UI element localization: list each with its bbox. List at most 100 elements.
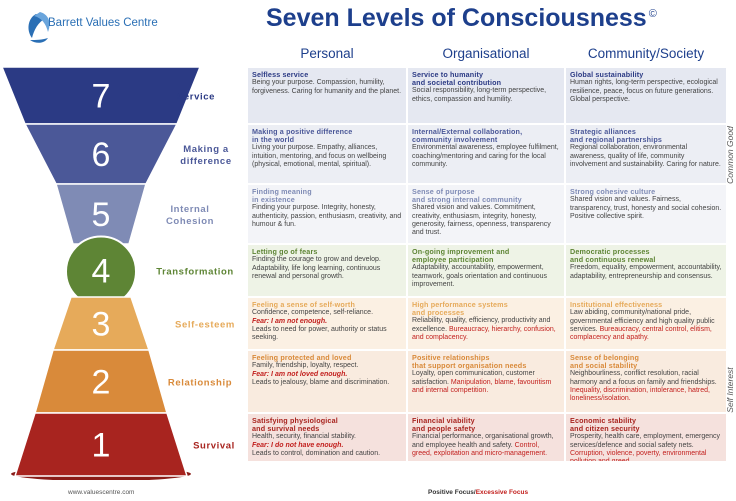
cell-body: Financial performance, organisational gr… (412, 433, 554, 457)
cell-heading: Selfless service (252, 70, 309, 79)
level-name-7: Service (177, 92, 215, 103)
cell-body: Social responsibility, long-term perspec… (412, 87, 547, 103)
cell-body: Regional collaboration, environmental aw… (570, 144, 721, 168)
cell-body: Law abiding, community/national pride, g… (570, 309, 715, 342)
level-name-2: Relationship (168, 378, 232, 389)
cell-heading: Sense of belonging (570, 353, 639, 362)
footer-legend: Positive Focus/Excessive Focus (428, 489, 529, 496)
cell-body: Shared vision and values. Fairness, tran… (570, 196, 722, 220)
fear-text: Fear: I am not enough. (252, 317, 328, 325)
fear-text: Fear: I am not loved enough. (252, 370, 348, 378)
cell-heading: in the world (252, 135, 295, 145)
column-header-organisational: Organisational (442, 46, 530, 61)
fear-consequence-text: Leads to need for power, authority or st… (252, 325, 387, 342)
copyright-mark: © (648, 8, 657, 20)
cell-body: Confidence, competence, self-reliance. (252, 309, 374, 317)
cell-heading: and citizen security (570, 424, 640, 434)
cell-heading: Feeling protected and loved (252, 353, 352, 362)
level-name-3: Self-esteem (175, 320, 235, 331)
cell-body: Being your purpose. Compassion, humility… (252, 79, 402, 95)
cell-body: Loyalty, open communication, customer sa… (412, 370, 552, 394)
cell-body: Neighbourliness, conflict resolution, ra… (570, 370, 717, 403)
page-title: Seven Levels of Consciousness© (266, 4, 657, 32)
cell-body: Finding your purpose. Integrity, honesty… (252, 204, 402, 228)
cell-heading: Service to humanity (412, 70, 484, 79)
level-number-3: 3 (92, 306, 111, 344)
cell-heading: Letting go of fears (252, 247, 318, 256)
cell-body: Adaptability, accountability, empowermen… (412, 264, 548, 288)
cell-heading: and societal contribution (412, 78, 502, 88)
cell-body: Human rights, long-term perspective, eco… (570, 79, 718, 103)
cell-heading: Positive relationships (412, 353, 490, 362)
cell-heading: Internal/External collaboration, (412, 127, 523, 136)
side-label-self-interest: Self Interest (725, 367, 735, 413)
fear-text: Fear: I do not have enough. (252, 441, 344, 449)
excessive-focus-text: Bureaucracy, hierarchy, confusion, and c… (412, 325, 556, 341)
barrett-logo-icon (28, 12, 50, 43)
excessive-focus-text: Inequality, discrimination, intolerance,… (570, 387, 710, 403)
level-number-4: 4 (92, 253, 111, 291)
fear-consequence-text: Leads to jealousy, blame and discriminat… (252, 378, 390, 386)
excessive-focus-text: Control, greed, exploitation and micro-m… (412, 441, 548, 457)
funnel-segment-5 (55, 183, 147, 245)
cell-body: Environmental awareness, employee fulfil… (412, 144, 559, 168)
footer-url: www.valuescentre.com (68, 489, 135, 496)
cell-body: Prosperity, health care, employment, eme… (570, 433, 722, 461)
cell-heading: and strong internal community (412, 195, 522, 205)
brand-name: Barrett Values Centre (48, 17, 158, 29)
cell-heading: Global sustainability (570, 70, 644, 79)
cell-heading: Sense of purpose (412, 187, 475, 196)
cell-heading: Democratic processes (570, 247, 650, 256)
level-number-7: 7 (92, 78, 111, 116)
cell-heading: On-going improvement and (412, 247, 510, 256)
cell-heading: and survival needs (252, 424, 320, 434)
cell-body: Health, security, financial stability. (252, 433, 357, 441)
cell-heading: Economic stability (570, 416, 637, 425)
excessive-focus-text: Corruption, violence, poverty, environme… (570, 450, 707, 461)
cell-heading: and continuous renewal (570, 255, 656, 265)
excessive-focus-text: Manipulation, blame, favouritism and int… (412, 378, 552, 394)
cell-heading: Institutional effectiveness (570, 300, 663, 309)
level-name-1: Survival (193, 441, 235, 452)
cell-heading: Making a positive difference (252, 127, 353, 136)
cell-heading: Strategic alliances (570, 127, 636, 136)
cell-heading: Finding meaning (252, 187, 312, 196)
cell-org-6: Internal/External collaboration,communit… (408, 125, 564, 183)
cell-body: Finding the courage to grow and develop.… (252, 256, 381, 280)
level-number-1: 1 (92, 427, 111, 465)
cell-heading: Feeling a sense of self-worth (252, 300, 355, 309)
cell-body: Living your purpose. Empathy, alliances,… (252, 144, 387, 168)
level-name-4: Transformation (156, 267, 234, 278)
cell-body: Family, friendship, loyalty, respect. (252, 362, 359, 370)
column-header-community: Community/Society (587, 46, 705, 61)
level-number-5: 5 (92, 196, 111, 234)
cell-heading: Satisfying physiological (252, 416, 338, 425)
cell-heading: High performance systems (412, 300, 508, 309)
funnel-segment-1 (13, 412, 189, 477)
cell-heading: and regional partnerships (570, 135, 663, 145)
level-number-2: 2 (92, 364, 111, 402)
cell-heading: and processes (412, 308, 465, 318)
cell-heading: Financial viability (412, 416, 475, 425)
cell-heading: in existence (252, 195, 295, 205)
